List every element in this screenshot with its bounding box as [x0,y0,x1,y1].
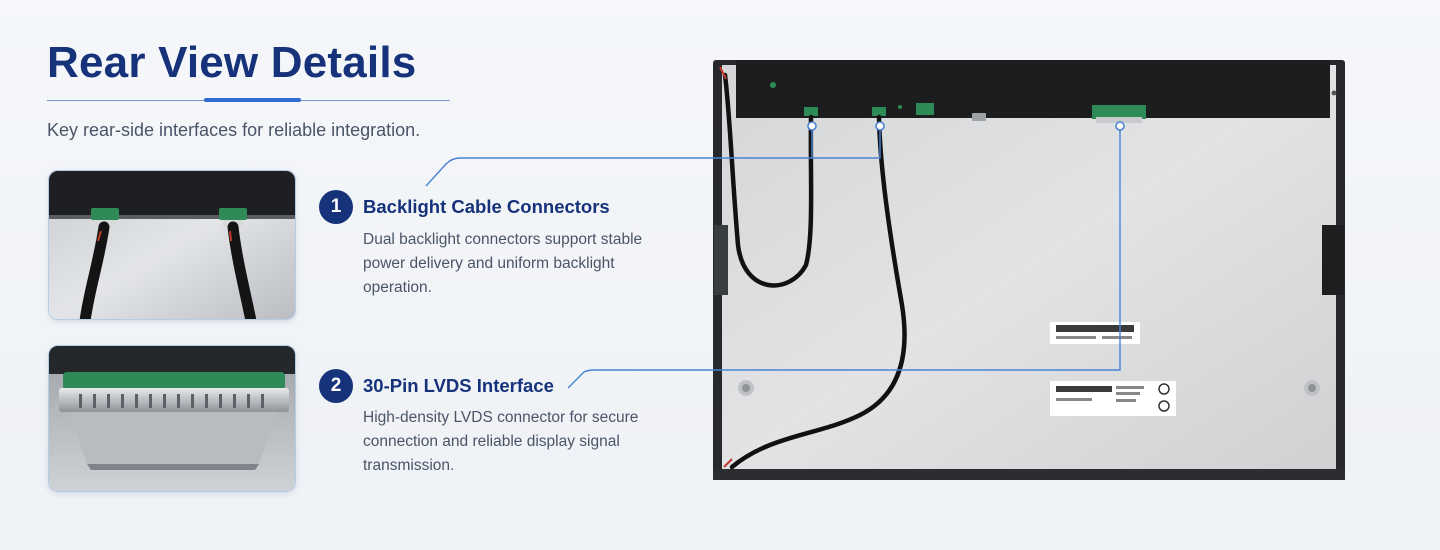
lcd-panel-illustration [713,60,1345,480]
lvds-connector-thumbnail [48,345,296,492]
feature-number-badge-2: 2 [319,369,353,403]
feature-description-lvds: High-density LVDS connector for secure c… [363,409,639,474]
feature-title-backlight: Backlight Cable Connectors [363,196,610,217]
backlight-connectors-image [49,171,295,319]
title-divider-accent [204,98,301,102]
backlight-connectors-thumbnail [48,170,296,320]
feature-title-lvds: 30-Pin LVDS Interface [363,375,554,396]
lvds-connector-image [49,346,295,491]
feature-description-backlight: Dual backlight connectors support stable… [363,231,643,296]
feature-number-badge-1: 1 [319,190,353,224]
lcd-panel-rear-image [710,55,1350,485]
page-subtitle: Key rear-side interfaces for reliable in… [47,120,421,140]
page-title: Rear View Details [47,38,417,87]
